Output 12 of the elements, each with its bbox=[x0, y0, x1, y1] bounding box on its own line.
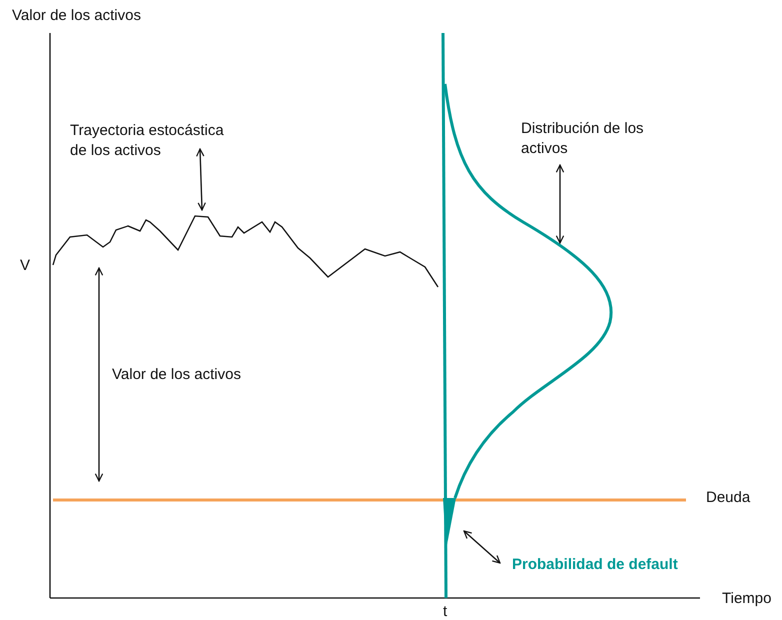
axis-title: Tiempo bbox=[722, 590, 772, 607]
double-arrow bbox=[196, 148, 206, 211]
dimension-label: Valor de los activos bbox=[112, 366, 241, 383]
axis-value-label: V bbox=[20, 257, 30, 274]
axis-title: Valor de los activos bbox=[12, 7, 141, 24]
annotation-text: Distribución de los activos bbox=[521, 119, 671, 159]
annotation-text: Trayectoria estocástica de los activos bbox=[70, 121, 242, 161]
annotation-text: Probabilidad de default bbox=[512, 555, 717, 575]
line-label: Deuda bbox=[706, 489, 750, 506]
double-arrow bbox=[556, 164, 564, 244]
double-arrow bbox=[463, 530, 501, 564]
axis-tick-label: t bbox=[443, 603, 448, 620]
